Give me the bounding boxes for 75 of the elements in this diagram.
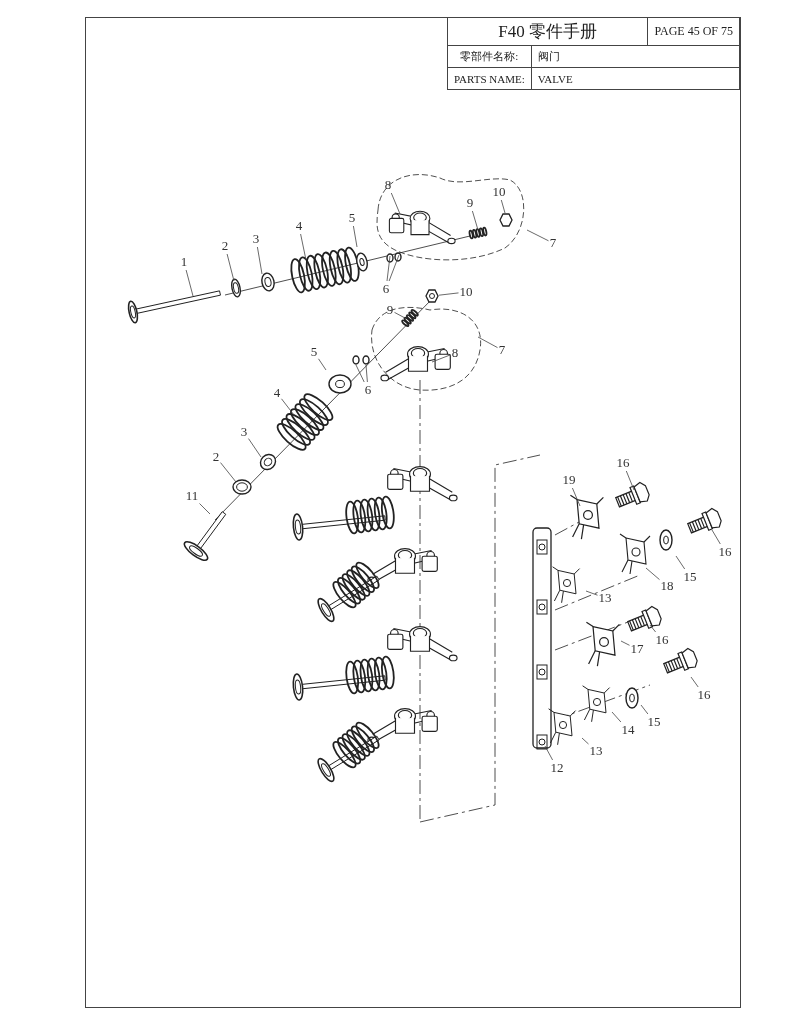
leader-line [500,199,506,214]
leader-line [544,745,553,761]
leader-line [185,269,194,297]
callout-number: 1 [180,255,188,269]
callout-number: 15 [683,570,697,584]
callout-number: 7 [549,236,557,250]
callout-number: 5 [348,211,356,225]
field-label: 零部件名称: [460,50,519,62]
callout-number: 16 [655,633,669,647]
field-label: PARTS NAME: [454,72,525,85]
leader-line [690,676,699,688]
leader-line [388,254,400,282]
title-text: F40 零件手册 [498,22,598,41]
leader-line [472,210,479,231]
field-value: 阀门 [537,50,560,62]
leader-line [675,555,686,570]
callout-number: 13 [589,744,603,758]
callout-number: 17 [630,642,644,656]
callout-number: 7 [498,343,506,357]
leader-line [640,704,649,715]
leader-line [611,711,622,723]
leader-line [353,225,358,248]
leader-line [220,462,237,483]
callout-number: 13 [598,591,612,605]
callout-number: 10 [459,285,473,299]
callout-number: 6 [382,282,390,296]
callout-number: 9 [386,303,394,317]
leader-line [248,438,262,458]
leader-line [581,737,589,745]
callout-number: 3 [252,232,260,246]
callout-number: 9 [466,196,474,210]
callout-number: 2 [221,239,229,253]
leader-line [620,640,630,646]
leader-line [394,312,406,319]
callout-number: 16 [616,456,630,470]
leader-line [585,590,598,596]
callout-number: 3 [240,425,248,439]
callout-number: 16 [697,688,711,702]
leader-line [645,567,660,580]
callout-number: 11 [185,489,199,503]
leader-line [649,624,656,633]
leader-line [625,470,635,491]
leader-line [300,233,307,261]
leader-line [477,336,498,348]
leader-line [431,354,451,363]
callout-number: 10 [492,185,506,199]
callout-number: 18 [660,579,674,593]
leader-line [386,255,391,282]
callout-number: 6 [364,383,372,397]
field-value: VALVE [537,72,573,85]
callout-number: 8 [384,178,392,192]
leader-line [365,364,368,383]
callout-number: 2 [212,450,220,464]
hex-nut-drawing [425,289,439,303]
leader-line [711,529,721,545]
callout-number: 14 [621,723,635,737]
leader-line [390,192,401,215]
leader-line [281,398,295,416]
callout-number: 16 [718,545,732,559]
leader-line [318,358,327,371]
leader-line [226,253,235,282]
callout-number: 15 [647,715,661,729]
callout-number: 19 [562,473,576,487]
leader-line [355,364,365,383]
callout-number: 8 [451,346,459,360]
leader-line [526,229,549,242]
leader-line [572,487,581,507]
leader-line [257,246,263,275]
leader-line [438,292,459,296]
callout-number: 4 [273,386,281,400]
callout-number: 4 [295,219,303,233]
callout-number: 12 [550,761,564,775]
page-number: PAGE 45 OF 75 [654,24,733,38]
leader-line [199,503,211,515]
callout-number: 5 [310,345,318,359]
